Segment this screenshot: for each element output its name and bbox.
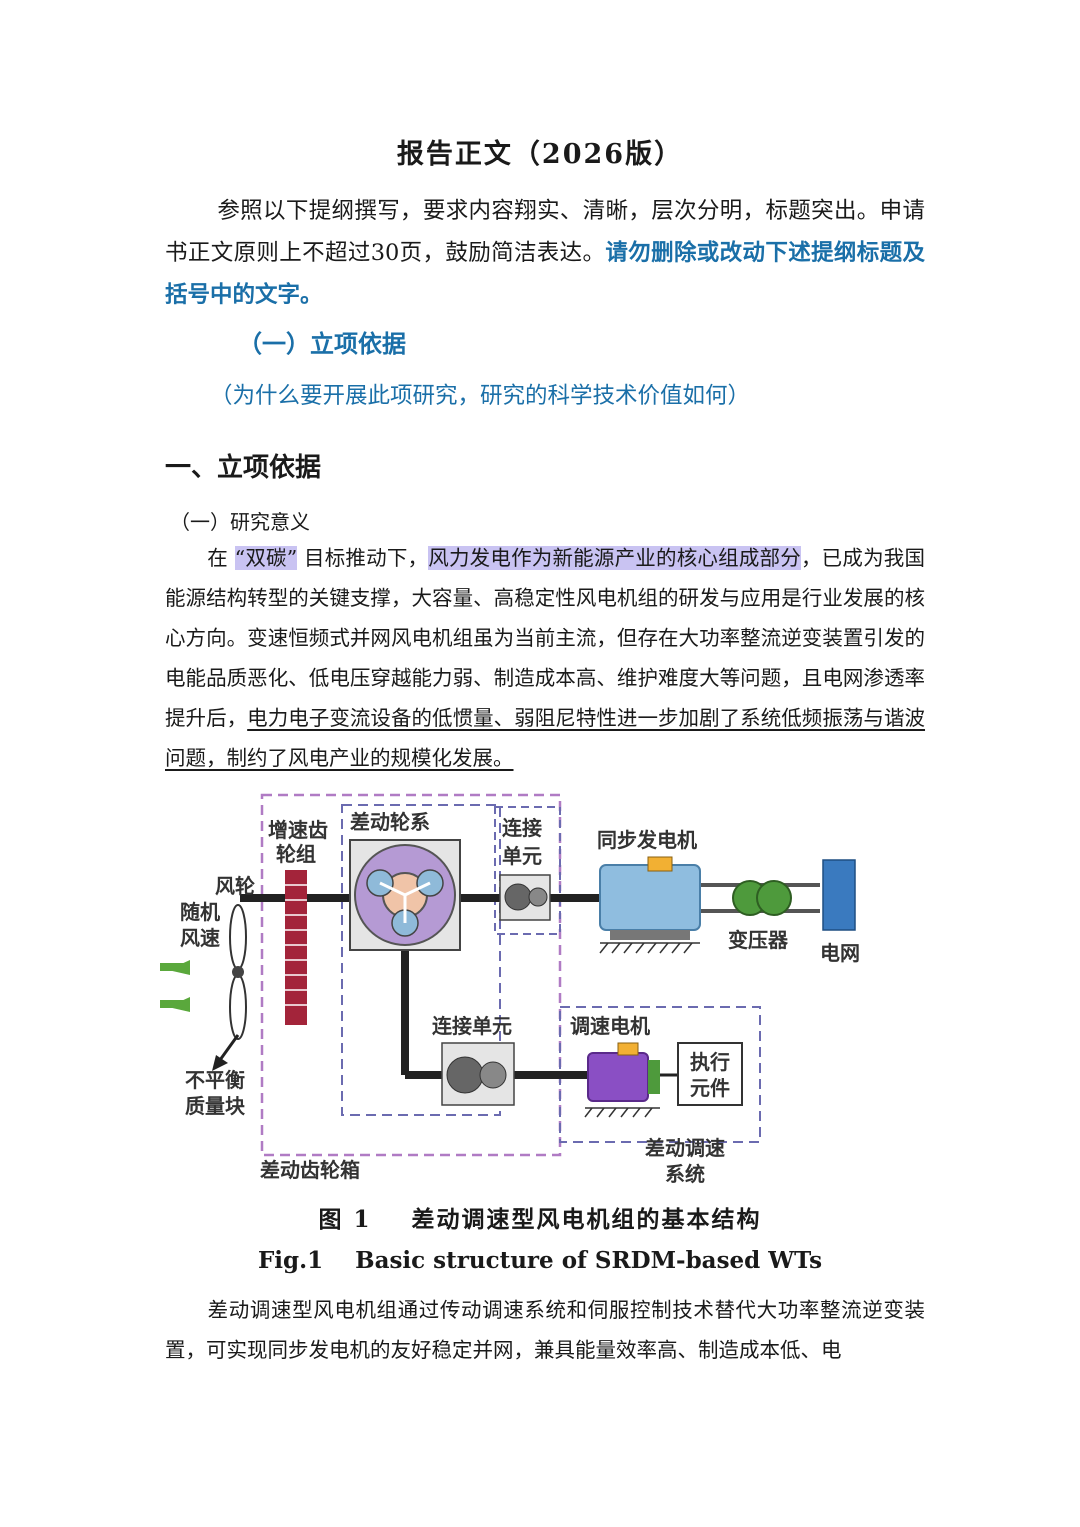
actuator-box bbox=[677, 1042, 743, 1106]
para1-pre: 在 bbox=[207, 546, 228, 570]
intro-paragraph: 参照以下提纲撰写，要求内容翔实、清晰，层次分明，标题突出。申请书正文原则上不超过… bbox=[165, 190, 925, 316]
para1-mid: 目标推动下， bbox=[303, 546, 429, 570]
label-actuator-1: 执行 bbox=[690, 1050, 730, 1074]
intro-text: 参照以下提纲撰写，要求内容翔实、清晰，层次分明，标题突出。申请书正文原则上不超过… bbox=[165, 198, 925, 266]
label-connect-top-1: 连接 bbox=[502, 816, 542, 840]
figure-caption-en: Fig.1 Basic structure of SRDM-based WTs bbox=[257, 1247, 823, 1274]
grid-block bbox=[822, 859, 856, 931]
label-diff-speed-system-1: 差动调速 bbox=[645, 1136, 725, 1160]
underlined-text: 电力电子变流设备的低惯量、弱阻尼特性进一步加剧了系统低频振荡与谐波问题，制约了风… bbox=[165, 706, 926, 770]
connect-top-box bbox=[494, 806, 561, 935]
label-sync-gen: 同步发电机 bbox=[597, 828, 697, 852]
speed-system-box bbox=[559, 1006, 761, 1143]
highlight-shuangtan: “双碳” bbox=[234, 546, 298, 570]
body-paragraph-1: 在 “双碳” 目标推动下，风力发电作为新能源产业的核心组成部分，已成为我国能源结… bbox=[165, 538, 925, 778]
highlight-wind-power: 风力发电作为新能源产业的核心组成部分 bbox=[428, 546, 801, 570]
intro-emphasis: 请勿删除或改动下述提纲标题及括号中的文字。 bbox=[165, 240, 925, 308]
label-transformer: 变压器 bbox=[728, 928, 789, 952]
label-differential: 差动轮系 bbox=[350, 810, 430, 834]
sync-generator bbox=[599, 864, 701, 931]
label-diff-gearbox: 差动齿轮箱 bbox=[260, 1158, 360, 1182]
speed-motor bbox=[587, 1052, 649, 1102]
label-connect-top-2: 单元 bbox=[502, 844, 542, 868]
para1-post: ，已成为我国能源结构转型的关键支撑，大容量、高稳定性风电机组的研发与应用是行业发… bbox=[165, 546, 926, 730]
label-grid: 电网 bbox=[820, 941, 860, 965]
section-label: （一）立项依据 bbox=[238, 329, 406, 358]
label-unbalanced-1: 不平衡 bbox=[185, 1068, 245, 1092]
label-unbalanced-2: 质量块 bbox=[185, 1094, 246, 1118]
heading-2: （一）研究意义 bbox=[170, 510, 310, 534]
section-note: （为什么要开展此项研究，研究的科学技术价值如何） bbox=[210, 383, 751, 409]
body-paragraph-2: 差动调速型风电机组通过传动调速系统和伺服控制技术替代大功率整流逆变装置，可实现同… bbox=[165, 1290, 925, 1370]
speedup-gear bbox=[285, 870, 307, 1025]
para2-text: 差动调速型风电机组通过传动调速系统和伺服控制技术替代大功率整流逆变装置，可实现同… bbox=[165, 1298, 925, 1362]
structure-figure: 增速齿 轮组 差动轮系 连接 单元 同步发电机 风轮 随机 风速 变压器 电网 … bbox=[160, 793, 860, 1186]
page-title: 报告正文（2026版） bbox=[396, 139, 684, 170]
label-gearbox-speedup-2: 轮组 bbox=[276, 842, 316, 866]
label-connect-bottom: 连接单元 bbox=[432, 1014, 512, 1038]
figure-caption-cn: 图 1 差动调速型风电机组的基本结构 bbox=[318, 1206, 762, 1233]
label-random-wind-1: 随机 bbox=[180, 900, 220, 924]
label-wind-wheel: 风轮 bbox=[215, 874, 255, 898]
label-random-wind-2: 风速 bbox=[180, 926, 220, 950]
label-actuator-2: 元件 bbox=[690, 1076, 730, 1100]
heading-1: 一、立项依据 bbox=[165, 453, 322, 483]
diff-gearbox-box bbox=[260, 793, 562, 1157]
label-diff-speed-system-2: 系统 bbox=[665, 1162, 705, 1186]
label-speed-motor: 调速电机 bbox=[570, 1014, 650, 1038]
blade bbox=[229, 904, 247, 970]
label-gearbox-speedup-1: 增速齿 bbox=[268, 818, 328, 842]
differential-box bbox=[341, 804, 501, 1116]
